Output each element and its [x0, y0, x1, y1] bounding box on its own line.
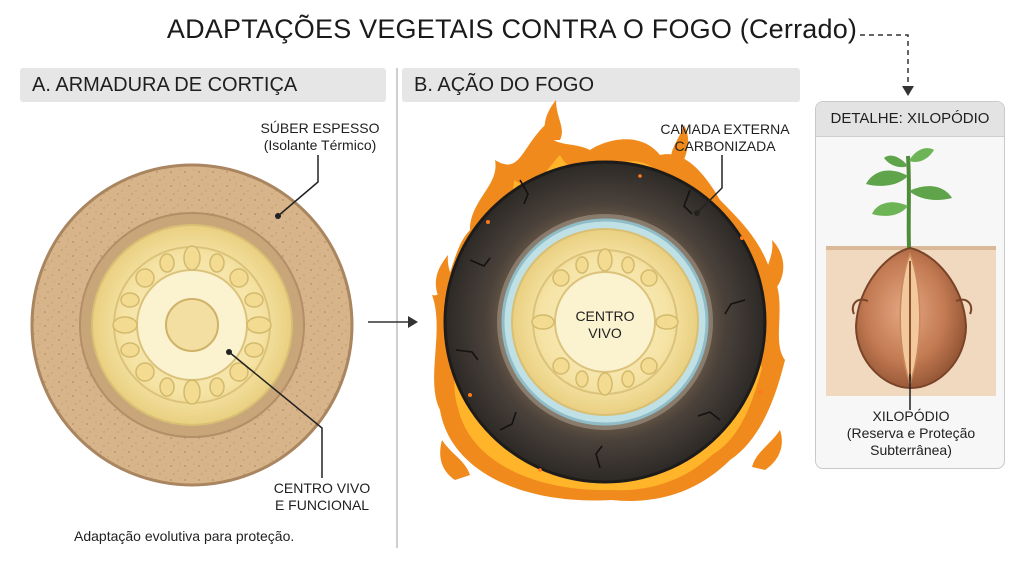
embers	[468, 174, 762, 472]
vascular-bundles-b	[531, 248, 679, 396]
label-xilopodio-line1: XILOPÓDIO	[872, 408, 950, 424]
label-camada-line1: CAMADA EXTERNA	[660, 121, 790, 137]
xylopodium-illustration	[826, 148, 996, 410]
label-suber: SÚBER ESPESSO (Isolante Térmico)	[245, 120, 395, 154]
panel-a-header: A. ARMADURA DE CORTIÇA	[20, 68, 386, 102]
vascular-bundles-a	[112, 245, 272, 405]
label-camada-externa: CAMADA EXTERNA CARBONIZADA	[640, 121, 810, 155]
dashed-arrow-icon	[860, 34, 914, 96]
leader-camada	[696, 155, 723, 214]
page-title: ADAPTAÇÕES VEGETAIS CONTRA O FOGO (Cerra…	[166, 14, 858, 44]
label-suber-line1: SÚBER ESPESSO	[260, 120, 380, 136]
label-centro-b-line1: CENTRO	[575, 308, 635, 324]
leader-suber	[277, 155, 319, 217]
label-centro-a-line2: E FUNCIONAL	[274, 497, 370, 513]
caption-adaptacao: Adaptação evolutiva para proteção.	[74, 528, 295, 544]
label-xilopodio-line3: Subterrânea)	[870, 442, 952, 458]
panel-divider	[396, 68, 398, 548]
label-centro-vivo: CENTRO VIVO	[555, 308, 655, 342]
panel-b-header: B. AÇÃO DO FOGO	[402, 68, 800, 102]
cork-trunk-section	[30, 163, 354, 487]
sprout-icon	[866, 148, 952, 249]
detail-header: DETALHE: XILOPÓDIO	[816, 102, 1004, 137]
label-xilopodio: XILOPÓDIO (Reserva e Proteção Subterrâne…	[816, 408, 1004, 459]
label-suber-line2: (Isolante Térmico)	[263, 137, 377, 153]
leader-centro-a	[228, 351, 323, 478]
char-cracks	[455, 179, 746, 469]
label-centro-vivo-funcional: CENTRO VIVO E FUNCIONAL	[262, 480, 382, 514]
label-centro-b-line2: VIVO	[588, 325, 622, 341]
detail-box: DETALHE: XILOPÓDIO XILOPÓDIO (Reserva e …	[815, 101, 1005, 469]
label-centro-a-line1: CENTRO VIVO	[273, 480, 371, 496]
label-camada-line2: CARBONIZADA	[674, 138, 776, 154]
label-xilopodio-line2: (Reserva e Proteção	[846, 425, 976, 441]
burnt-trunk-section	[443, 160, 767, 484]
arrow-right-icon	[368, 316, 418, 328]
